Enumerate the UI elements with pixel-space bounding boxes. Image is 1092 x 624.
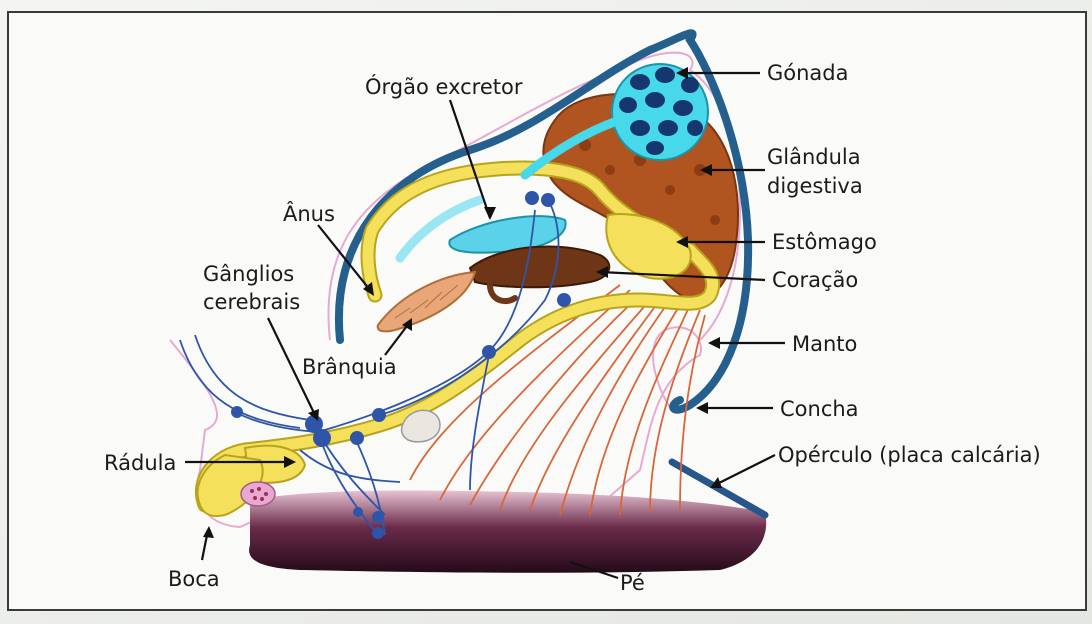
label-operculo: Opérculo (placa calcária) <box>778 443 1041 467</box>
label-glandula-line2: digestiva <box>767 174 863 198</box>
label-ganglios-line1: Gânglios <box>203 262 294 286</box>
odontophore <box>241 482 275 506</box>
label-anus: Ânus <box>283 201 335 226</box>
label-coracao: Coração <box>772 268 858 292</box>
label-glandula-line1: Glândula <box>767 145 861 169</box>
label-estomago: Estômago <box>772 230 877 254</box>
label-concha: Concha <box>780 397 859 421</box>
label-manto: Manto <box>792 332 857 356</box>
label-orgao-excretor: Órgão excretor <box>365 74 523 99</box>
foot <box>249 490 766 572</box>
label-boca: Boca <box>168 567 220 591</box>
label-gonada: Gónada <box>767 61 849 85</box>
label-ganglios-line2: cerebrais <box>203 290 300 314</box>
label-radula: Rádula <box>104 451 176 475</box>
label-branquia: Brânquia <box>302 355 397 379</box>
label-pe: Pé <box>620 571 645 595</box>
